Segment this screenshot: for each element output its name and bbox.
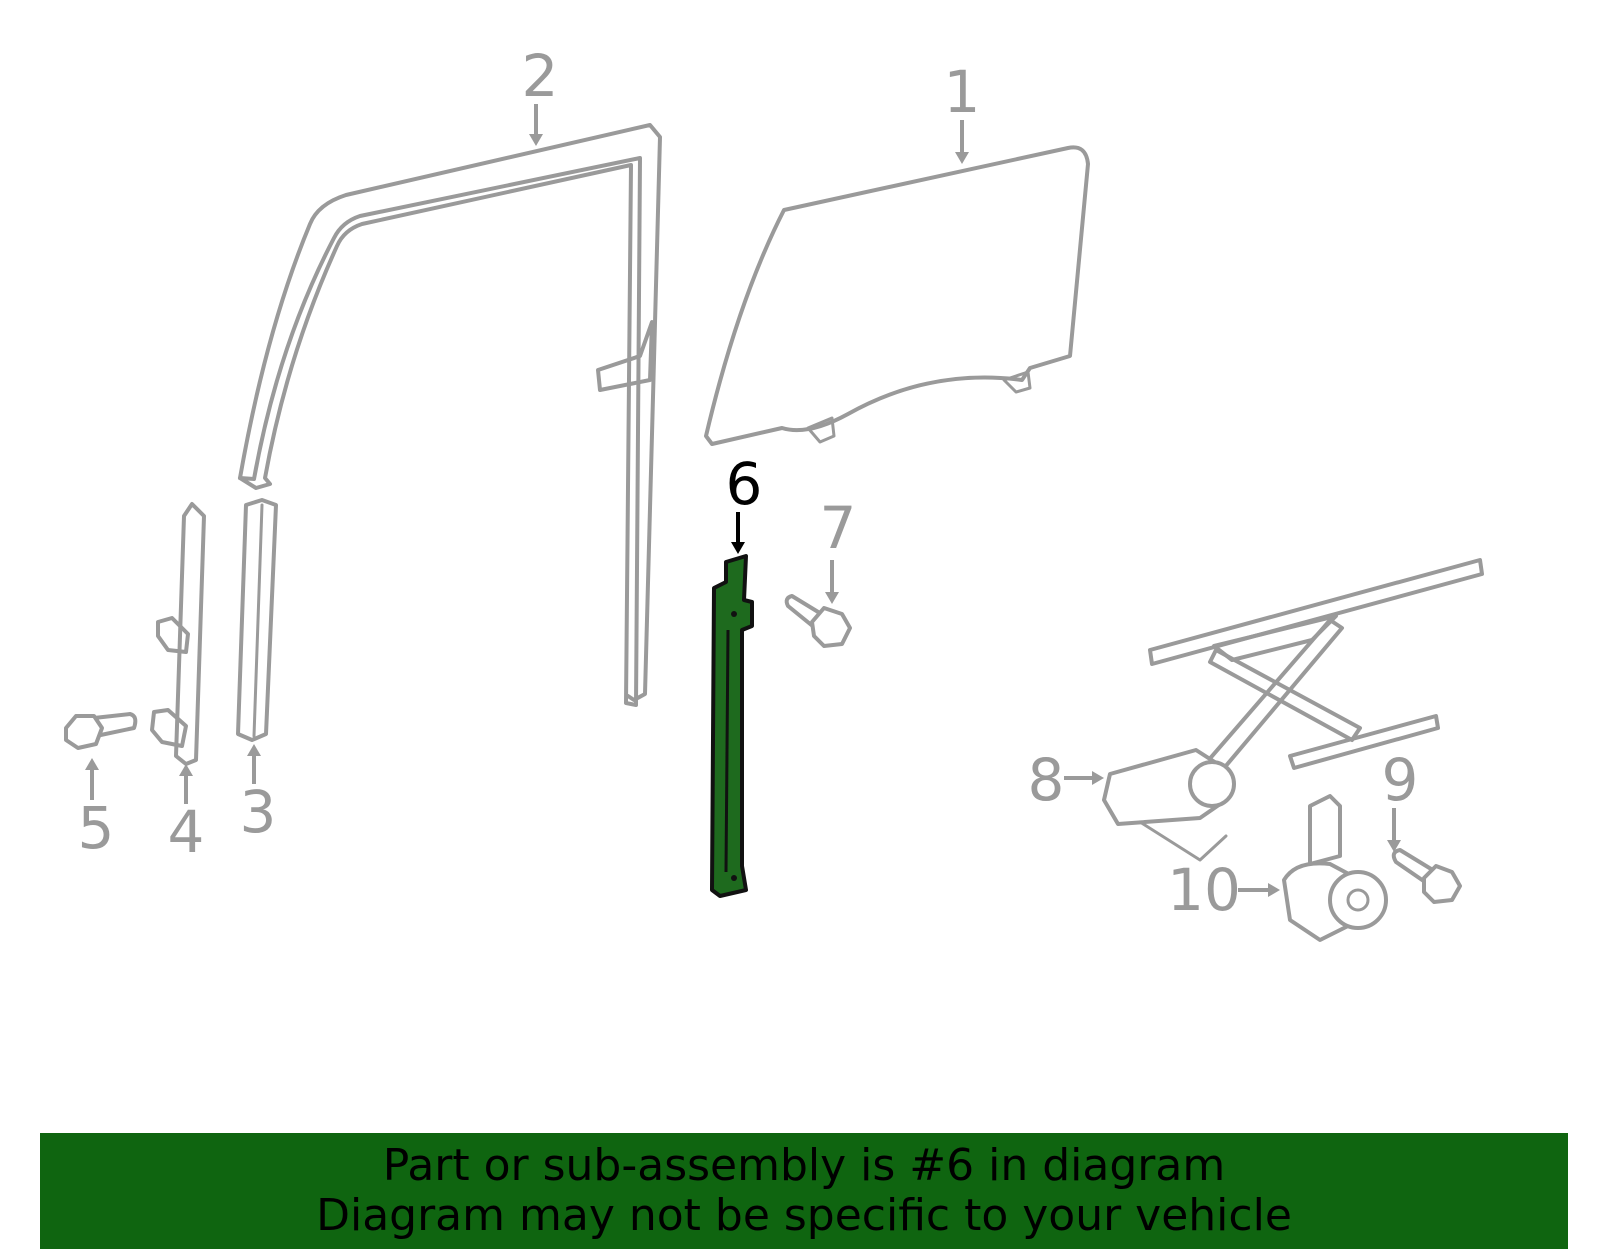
svg-text:8: 8 — [1028, 746, 1065, 814]
svg-text:3: 3 — [240, 778, 277, 846]
banner-line-1: Part or sub-assembly is #6 in diagram — [382, 1140, 1226, 1191]
callout-3[interactable]: 3 — [240, 744, 277, 846]
hole-icon — [731, 611, 737, 617]
callout-9[interactable]: 9 — [1382, 746, 1419, 852]
callout-6[interactable]: 6 — [726, 450, 763, 554]
callout-1[interactable]: 1 — [944, 58, 981, 164]
part-8-regulator[interactable] — [1102, 558, 1484, 862]
info-banner: Part or sub-assembly is #6 in diagram Di… — [40, 1133, 1568, 1249]
part-2-door-frame[interactable] — [238, 123, 662, 707]
part-4-channel[interactable] — [150, 502, 206, 766]
svg-text:1: 1 — [944, 58, 981, 126]
svg-text:5: 5 — [78, 794, 115, 862]
part-5-bolt[interactable] — [64, 712, 138, 750]
callout-8[interactable]: 8 — [1028, 746, 1104, 814]
part-7-bolt[interactable] — [784, 594, 852, 648]
part-6-run-channel[interactable] — [710, 554, 754, 898]
part-1-door-glass[interactable] — [704, 145, 1090, 446]
callout-2[interactable]: 2 — [522, 42, 559, 146]
callout-10[interactable]: 10 — [1167, 856, 1280, 924]
svg-text:10: 10 — [1167, 856, 1241, 924]
banner-line-2: Diagram may not be specific to your vehi… — [316, 1190, 1292, 1241]
part-10-motor[interactable] — [1282, 794, 1388, 942]
svg-text:6: 6 — [726, 450, 763, 518]
part-9-bolt[interactable] — [1391, 848, 1462, 904]
hole-icon — [731, 875, 737, 881]
callout-7[interactable]: 7 — [820, 494, 857, 604]
svg-text:7: 7 — [820, 494, 857, 562]
callout-5[interactable]: 5 — [78, 758, 115, 862]
part-3-strip[interactable] — [236, 498, 278, 742]
svg-text:2: 2 — [522, 42, 559, 110]
svg-text:4: 4 — [168, 798, 205, 866]
callout-4[interactable]: 4 — [168, 764, 205, 866]
svg-text:9: 9 — [1382, 746, 1419, 814]
